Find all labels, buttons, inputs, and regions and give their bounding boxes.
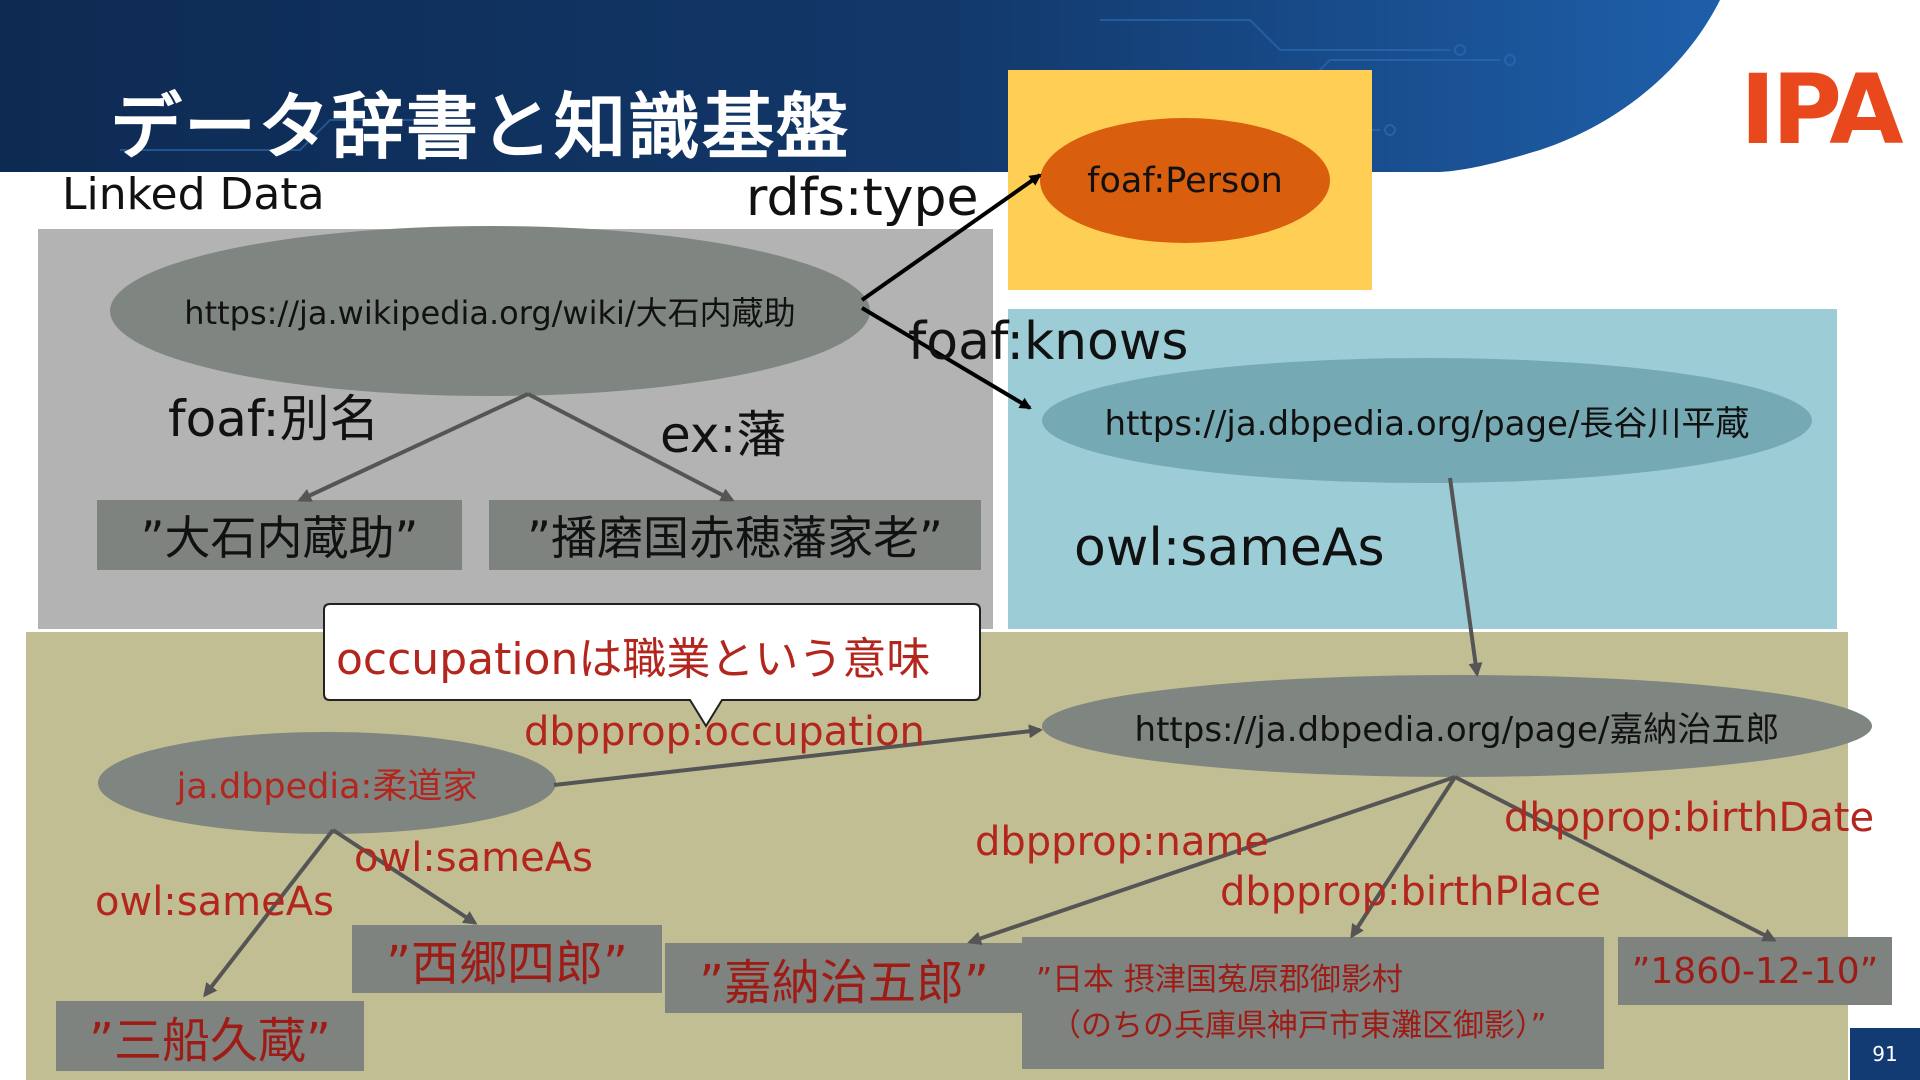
literal-ooishi-name: ”大石内蔵助” — [97, 500, 462, 570]
node-foaf-person-label: foaf:Person — [1087, 160, 1283, 201]
literal-birthdate: ”1860-12-10” — [1618, 937, 1892, 1005]
literal-ako-karo: ”播磨国赤穂藩家老” — [489, 500, 981, 570]
node-foaf-person: foaf:Person — [1040, 118, 1330, 243]
node-dbpedia-kano-label: https://ja.dbpedia.org/page/嘉納治五郎 — [1134, 709, 1780, 750]
literal-mifune: ”三船久蔵” — [56, 1001, 364, 1071]
literal-kano-name: ”嘉納治五郎” — [665, 943, 1023, 1013]
label-rdfs-type: rdfs:type — [746, 168, 979, 228]
label-dbpprop-birthdate: dbpprop:birthDate — [1504, 795, 1875, 841]
node-wiki-ooishi-label: https://ja.wikipedia.org/wiki/大石内蔵助 — [184, 294, 796, 332]
node-dbpedia-hasegawa-label: https://ja.dbpedia.org/page/長谷川平蔵 — [1104, 404, 1750, 444]
callout-text: occupationは職業という意味 — [336, 634, 931, 685]
label-foaf-alias: foaf:別名 — [168, 390, 380, 448]
literal-birthplace: ”日本 摂津国菟原郡御影村 （のちの兵庫県神戸市東灘区御影）” — [1022, 937, 1604, 1069]
node-dbpedia-kano: https://ja.dbpedia.org/page/嘉納治五郎 — [1042, 675, 1872, 777]
section-label: Linked Data — [62, 169, 325, 220]
label-owl-sameas-saigo: owl:sameAs — [354, 835, 593, 881]
node-judoka-label: ja.dbpedia:柔道家 — [176, 766, 478, 807]
node-dbpedia-hasegawa: https://ja.dbpedia.org/page/長谷川平蔵 — [1042, 358, 1812, 483]
label-foaf-knows: foaf:knows — [908, 312, 1189, 372]
callout-bubble — [323, 603, 981, 728]
ipa-logo: IPA — [1740, 54, 1904, 166]
page-number: 91 — [1850, 1028, 1920, 1080]
label-dbpprop-name: dbpprop:name — [975, 819, 1269, 865]
label-ex-han: ex:藩 — [660, 406, 787, 464]
node-judoka: ja.dbpedia:柔道家 — [98, 732, 556, 834]
label-owl-sameas-top: owl:sameAs — [1074, 518, 1385, 578]
label-owl-sameas-mifune: owl:sameAs — [95, 879, 334, 925]
node-wiki-ooishi: https://ja.wikipedia.org/wiki/大石内蔵助 — [110, 226, 870, 396]
slide-title: データ辞書と知識基盤 — [110, 85, 851, 169]
literal-saigo: ”西郷四郎” — [352, 925, 662, 993]
label-dbpprop-birthplace: dbpprop:birthPlace — [1220, 869, 1601, 915]
label-dbpprop-occupation: dbpprop:occupation — [524, 709, 925, 755]
